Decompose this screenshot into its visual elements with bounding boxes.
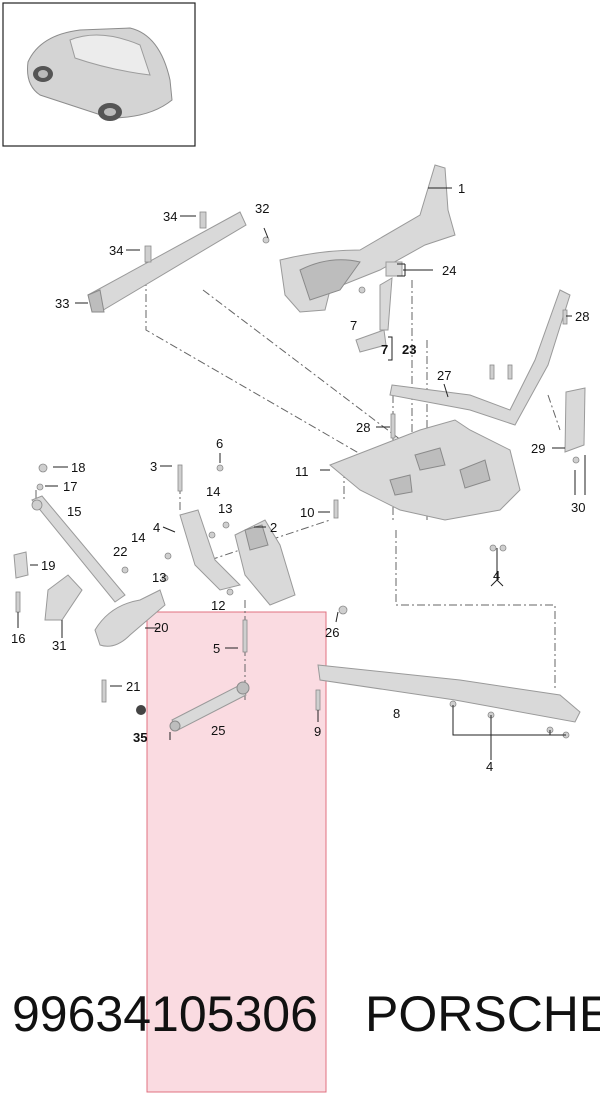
- part-number: 99634105306: [12, 986, 318, 1042]
- callout-4: 4: [486, 759, 493, 774]
- callout-6: 6: [216, 436, 223, 451]
- callout-14: 14: [206, 484, 220, 499]
- callout-16: 16: [11, 631, 25, 646]
- part-1-subframe: [262, 164, 456, 313]
- callout-7: 7: [381, 342, 388, 357]
- callout-31: 31: [52, 638, 66, 653]
- callout-labels: 1 2 3 4 4 4 4 5 6 7 7 8 9 10 11 12 13 13…: [11, 181, 589, 774]
- part-29-bracket: [564, 387, 586, 464]
- callout-20: 20: [154, 620, 168, 635]
- small-fasteners: [15, 309, 570, 739]
- callout-29: 29: [531, 441, 545, 456]
- callout-14: 14: [131, 530, 145, 545]
- callout-5: 5: [213, 641, 220, 656]
- callout-13: 13: [152, 570, 166, 585]
- callout-35: 35: [133, 730, 147, 745]
- callout-18: 18: [71, 460, 85, 475]
- callout-32: 32: [255, 201, 269, 216]
- callout-22: 22: [113, 544, 127, 559]
- callout-2: 2: [270, 520, 277, 535]
- callout-25: 25: [211, 723, 225, 738]
- callout-9: 9: [314, 724, 321, 739]
- part-2-knuckle: [179, 509, 296, 606]
- part-27-strut: [389, 289, 571, 426]
- callout-34: 34: [163, 209, 177, 224]
- part-31-bracket: [13, 551, 83, 621]
- car-thumbnail: [2, 2, 196, 147]
- callout-12: 12: [211, 598, 225, 613]
- part-24-sensor-linkage: [355, 261, 403, 353]
- callout-24: 24: [442, 263, 456, 278]
- callout-10: 10: [300, 505, 314, 520]
- callout-4: 4: [153, 520, 160, 535]
- callout-1: 1: [458, 181, 465, 196]
- part-8-crossmember: [317, 664, 581, 723]
- leader-lines: [17, 187, 586, 760]
- callout-17: 17: [63, 479, 77, 494]
- callout-15: 15: [67, 504, 81, 519]
- callout-30: 30: [571, 500, 585, 515]
- brand-name: PORSCHE: [365, 986, 600, 1042]
- callout-19: 19: [41, 558, 55, 573]
- callout-13: 13: [218, 501, 232, 516]
- callout-21: 21: [126, 679, 140, 694]
- callout-11: 11: [295, 464, 309, 479]
- part-15-control-arm: [31, 495, 126, 603]
- callout-23: 23: [402, 342, 416, 357]
- callout-34: 34: [109, 243, 123, 258]
- part-33-crossbar: [87, 211, 247, 313]
- callout-8: 8: [393, 706, 400, 721]
- callout-33: 33: [55, 296, 69, 311]
- part-11-floor-plate: [329, 419, 521, 521]
- callout-26: 26: [325, 625, 339, 640]
- callout-28: 28: [356, 420, 370, 435]
- part-25-lateral-link: [136, 681, 250, 732]
- part-20-lower-arm: [94, 589, 166, 647]
- callout-3: 3: [150, 459, 157, 474]
- callout-7: 7: [350, 318, 357, 333]
- callout-27: 27: [437, 368, 451, 383]
- callout-4: 4: [493, 568, 500, 583]
- callout-28: 28: [575, 309, 589, 324]
